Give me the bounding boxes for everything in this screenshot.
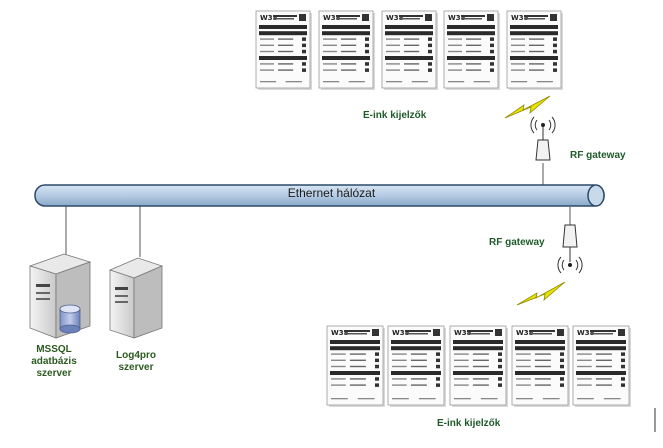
rf-gateway-bottom-icon xyxy=(557,224,583,274)
eink-display-group-bottom: W38 W38 W38 W38 W38 xyxy=(326,325,631,407)
rf-gateway-label-bottom: RF gateway xyxy=(489,237,545,248)
eink-title: W38 xyxy=(323,14,341,22)
log4pro-server-icon xyxy=(108,257,164,339)
eink-display: W38 xyxy=(255,10,312,90)
eink-label-bottom: E-ink kijelzők xyxy=(437,418,501,429)
eink-display: W38 xyxy=(511,325,570,407)
rf-gateway-label-top: RF gateway xyxy=(570,150,626,161)
eink-label-top: E-ink kijelzők xyxy=(363,110,427,121)
eink-display: W38 xyxy=(572,325,631,407)
eink-display: W38 xyxy=(381,10,438,90)
ethernet-bus xyxy=(34,184,605,207)
lightning-bottom-icon xyxy=(516,281,566,306)
database-icon xyxy=(59,304,81,334)
eink-title: W38 xyxy=(386,14,404,22)
eink-display: W38 xyxy=(318,10,375,90)
lightning-top-icon xyxy=(504,95,551,119)
eink-title: W38 xyxy=(577,329,595,337)
eink-display: W38 xyxy=(506,10,563,90)
eink-display: W38 xyxy=(449,325,508,407)
eink-display: W38 xyxy=(443,10,500,90)
mssql-server-label: MSSQL adatbázis szerver xyxy=(24,344,84,380)
eink-display: W38 xyxy=(387,325,446,407)
log4pro-line-2: szerver xyxy=(118,362,154,373)
eink-title: W38 xyxy=(392,329,410,337)
eink-title: W38 xyxy=(516,329,534,337)
log4pro-line-1: Log4pro xyxy=(116,350,156,361)
eink-title: W38 xyxy=(331,329,349,337)
eink-display: W38 xyxy=(326,325,385,407)
eink-title: W38 xyxy=(454,329,472,337)
mssql-line-2: adatbázis xyxy=(31,356,77,367)
rf-gateway-top-icon xyxy=(530,116,556,161)
mssql-line-1: MSSQL xyxy=(36,344,72,355)
eink-title: W38 xyxy=(448,14,466,22)
eink-title: W38 xyxy=(511,14,529,22)
eink-display-group-top: W38 W38 W38 W38 W38 xyxy=(255,10,563,90)
mssql-line-3: szerver xyxy=(36,368,72,379)
eink-title: W38 xyxy=(260,14,278,22)
log4pro-server-label: Log4pro szerver xyxy=(106,350,166,374)
